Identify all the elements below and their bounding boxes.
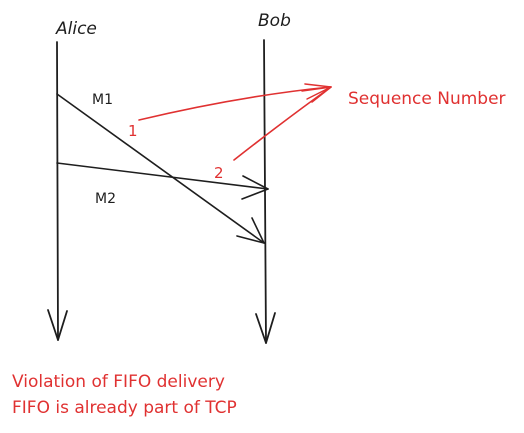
annotation-arrow-1 <box>138 86 331 121</box>
sequence-number-annotation: Sequence Number <box>348 89 506 109</box>
annotation-arrowhead <box>301 83 332 103</box>
alice-lifeline <box>47 41 68 341</box>
message-m2-label: M2 <box>95 191 116 207</box>
bob-lifeline <box>255 39 276 344</box>
note-fifo-violation: Violation of FIFO delivery <box>12 372 225 392</box>
note-fifo-tcp: FIFO is already part of TCP <box>12 398 237 418</box>
sequence-number-2: 2 <box>214 164 224 182</box>
message-m1-label: M1 <box>92 92 113 108</box>
message-m2-arrow <box>56 162 269 200</box>
participant-bob-label: Bob <box>258 11 291 31</box>
sequence-number-1: 1 <box>128 122 138 140</box>
message-m1-arrow <box>56 93 265 244</box>
participant-alice-label: Alice <box>55 19 97 39</box>
